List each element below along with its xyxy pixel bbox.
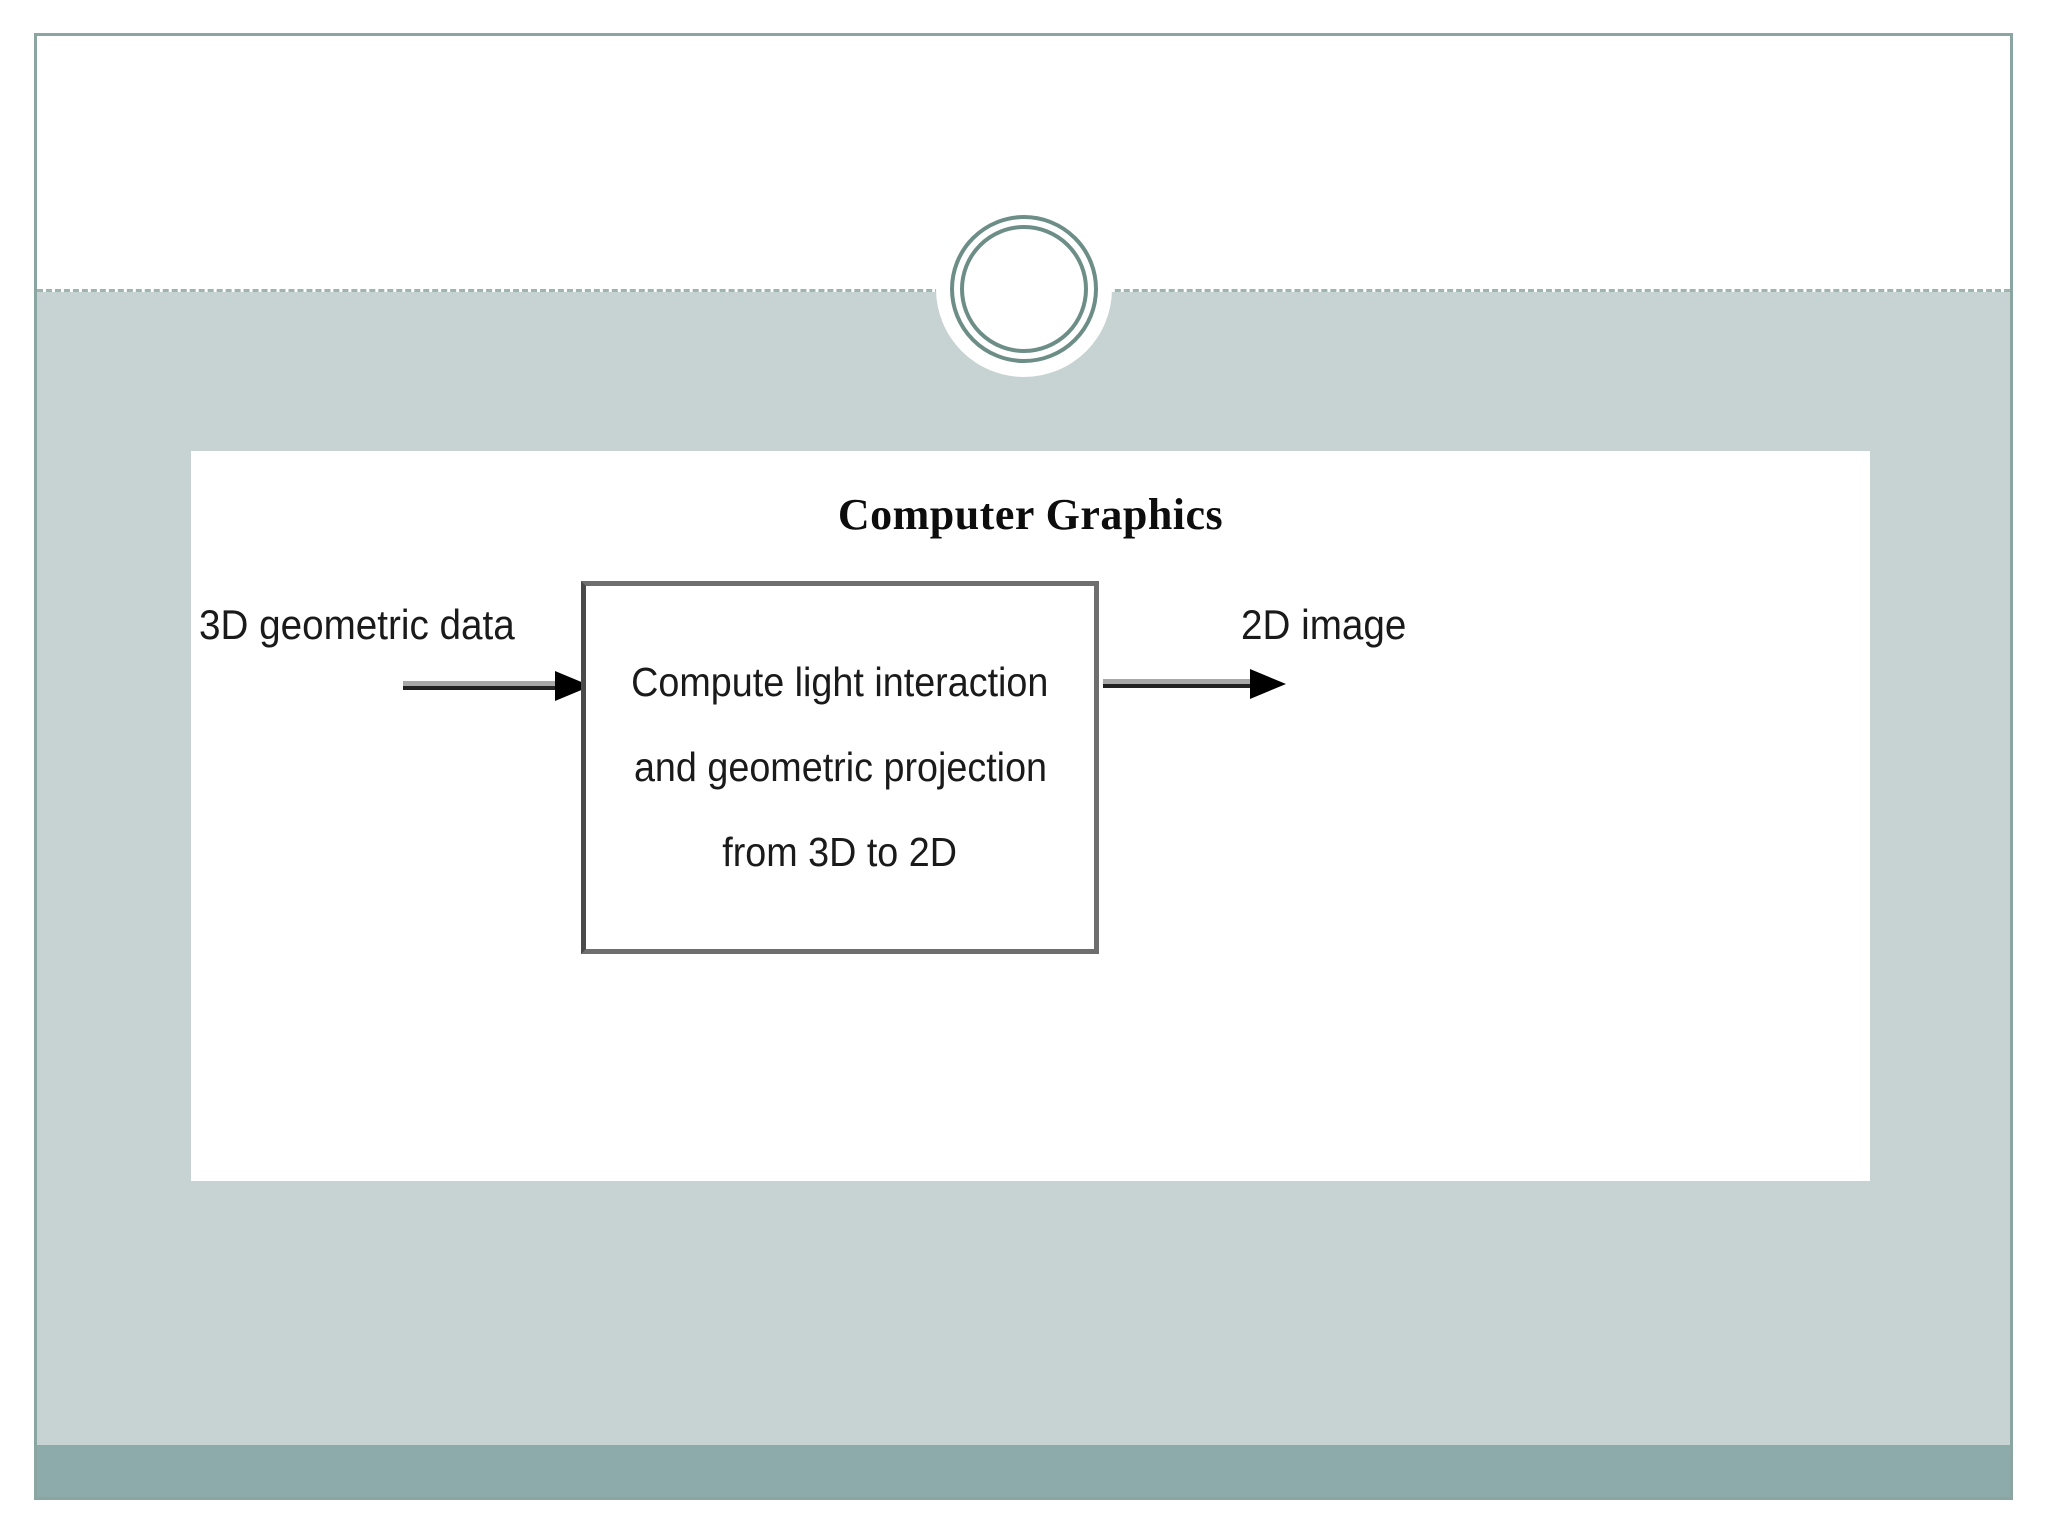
output-label: 2D image <box>1241 601 1407 648</box>
circle-inner-ring <box>959 225 1088 353</box>
arrow-shaft-highlight <box>1103 679 1253 684</box>
arrow-shaft <box>1103 684 1253 688</box>
slide-bottom-bar <box>37 1445 2010 1497</box>
process-box-line-2: and geometric projection <box>633 743 1047 790</box>
arrow-box-to-output-icon <box>1103 669 1293 699</box>
process-box: Compute light interaction and geometric … <box>581 581 1099 954</box>
input-label: 3D geometric data <box>199 601 515 648</box>
diagram-title: Computer Graphics <box>837 490 1224 539</box>
presentation-slide: Computer Graphics 3D geometric data Comp… <box>34 33 2013 1500</box>
arrow-shaft <box>403 686 558 690</box>
process-box-line-3: from 3D to 2D <box>722 829 958 876</box>
diagram-panel: Computer Graphics 3D geometric data Comp… <box>191 451 1870 1181</box>
arrow-input-to-box-icon <box>403 671 593 701</box>
circle-outer-ring <box>949 215 1098 363</box>
arrow-shaft-highlight <box>403 681 558 686</box>
arrow-head <box>1250 669 1286 699</box>
process-box-line-1: Compute light interaction <box>631 658 1049 705</box>
double-ring-circle-icon <box>935 201 1112 377</box>
